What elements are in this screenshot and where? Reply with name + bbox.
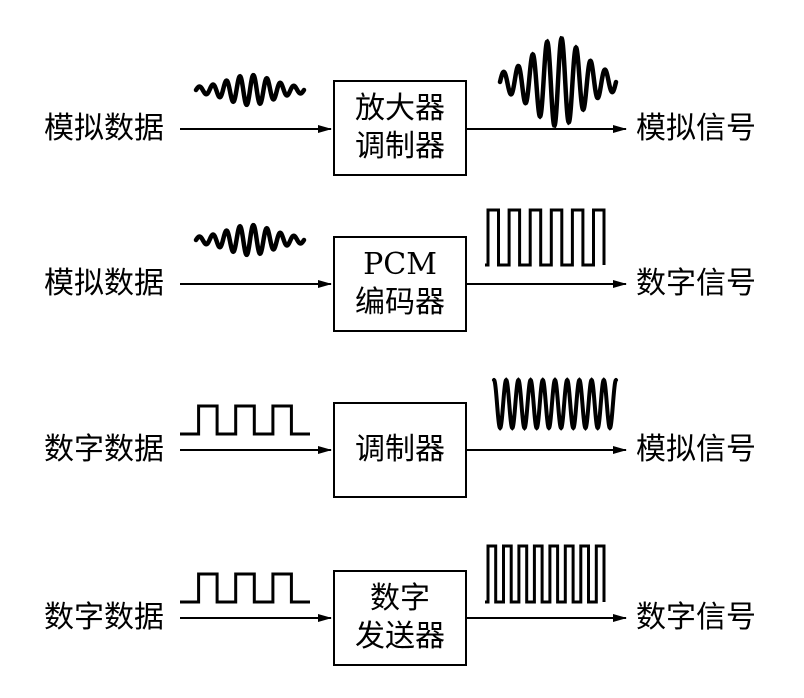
row4-input-square-wave <box>180 572 310 604</box>
row1-box: 放大器 调制器 <box>333 80 467 176</box>
row4-input-label: 数字数据 <box>44 600 164 635</box>
row3-box-line1: 调制器 <box>355 432 445 467</box>
row1-input-analog-wave <box>193 72 307 108</box>
row2-box: PCM 编码器 <box>333 236 467 332</box>
row1-box-line2: 调制器 <box>355 129 445 164</box>
row2-input-analog-wave <box>193 222 307 258</box>
row3-output-label: 模拟信号 <box>636 432 756 467</box>
row4-box: 数字 发送器 <box>333 570 467 666</box>
row3-input-label: 数字数据 <box>44 432 164 467</box>
row3-box: 调制器 <box>333 402 467 498</box>
row3-output-sine-carrier <box>492 377 618 431</box>
row4-box-line1: 数字 <box>370 581 430 616</box>
row2-box-line2: 编码器 <box>355 285 445 320</box>
row1-output-amplified-wave <box>497 35 619 129</box>
row1-box-line1: 放大器 <box>355 91 445 126</box>
row3-input-square-wave <box>180 404 310 436</box>
row4-box-line2: 发送器 <box>355 619 445 654</box>
row4-output-pulse-train <box>485 544 606 604</box>
row2-input-label: 模拟数据 <box>44 266 164 301</box>
row1-output-label: 模拟信号 <box>636 111 756 146</box>
row2-output-label: 数字信号 <box>636 266 756 301</box>
row2-output-pulse-train <box>485 208 606 267</box>
row1-input-label: 模拟数据 <box>44 111 164 146</box>
row2-box-line1: PCM <box>363 247 437 282</box>
row4-output-label: 数字信号 <box>636 600 756 635</box>
